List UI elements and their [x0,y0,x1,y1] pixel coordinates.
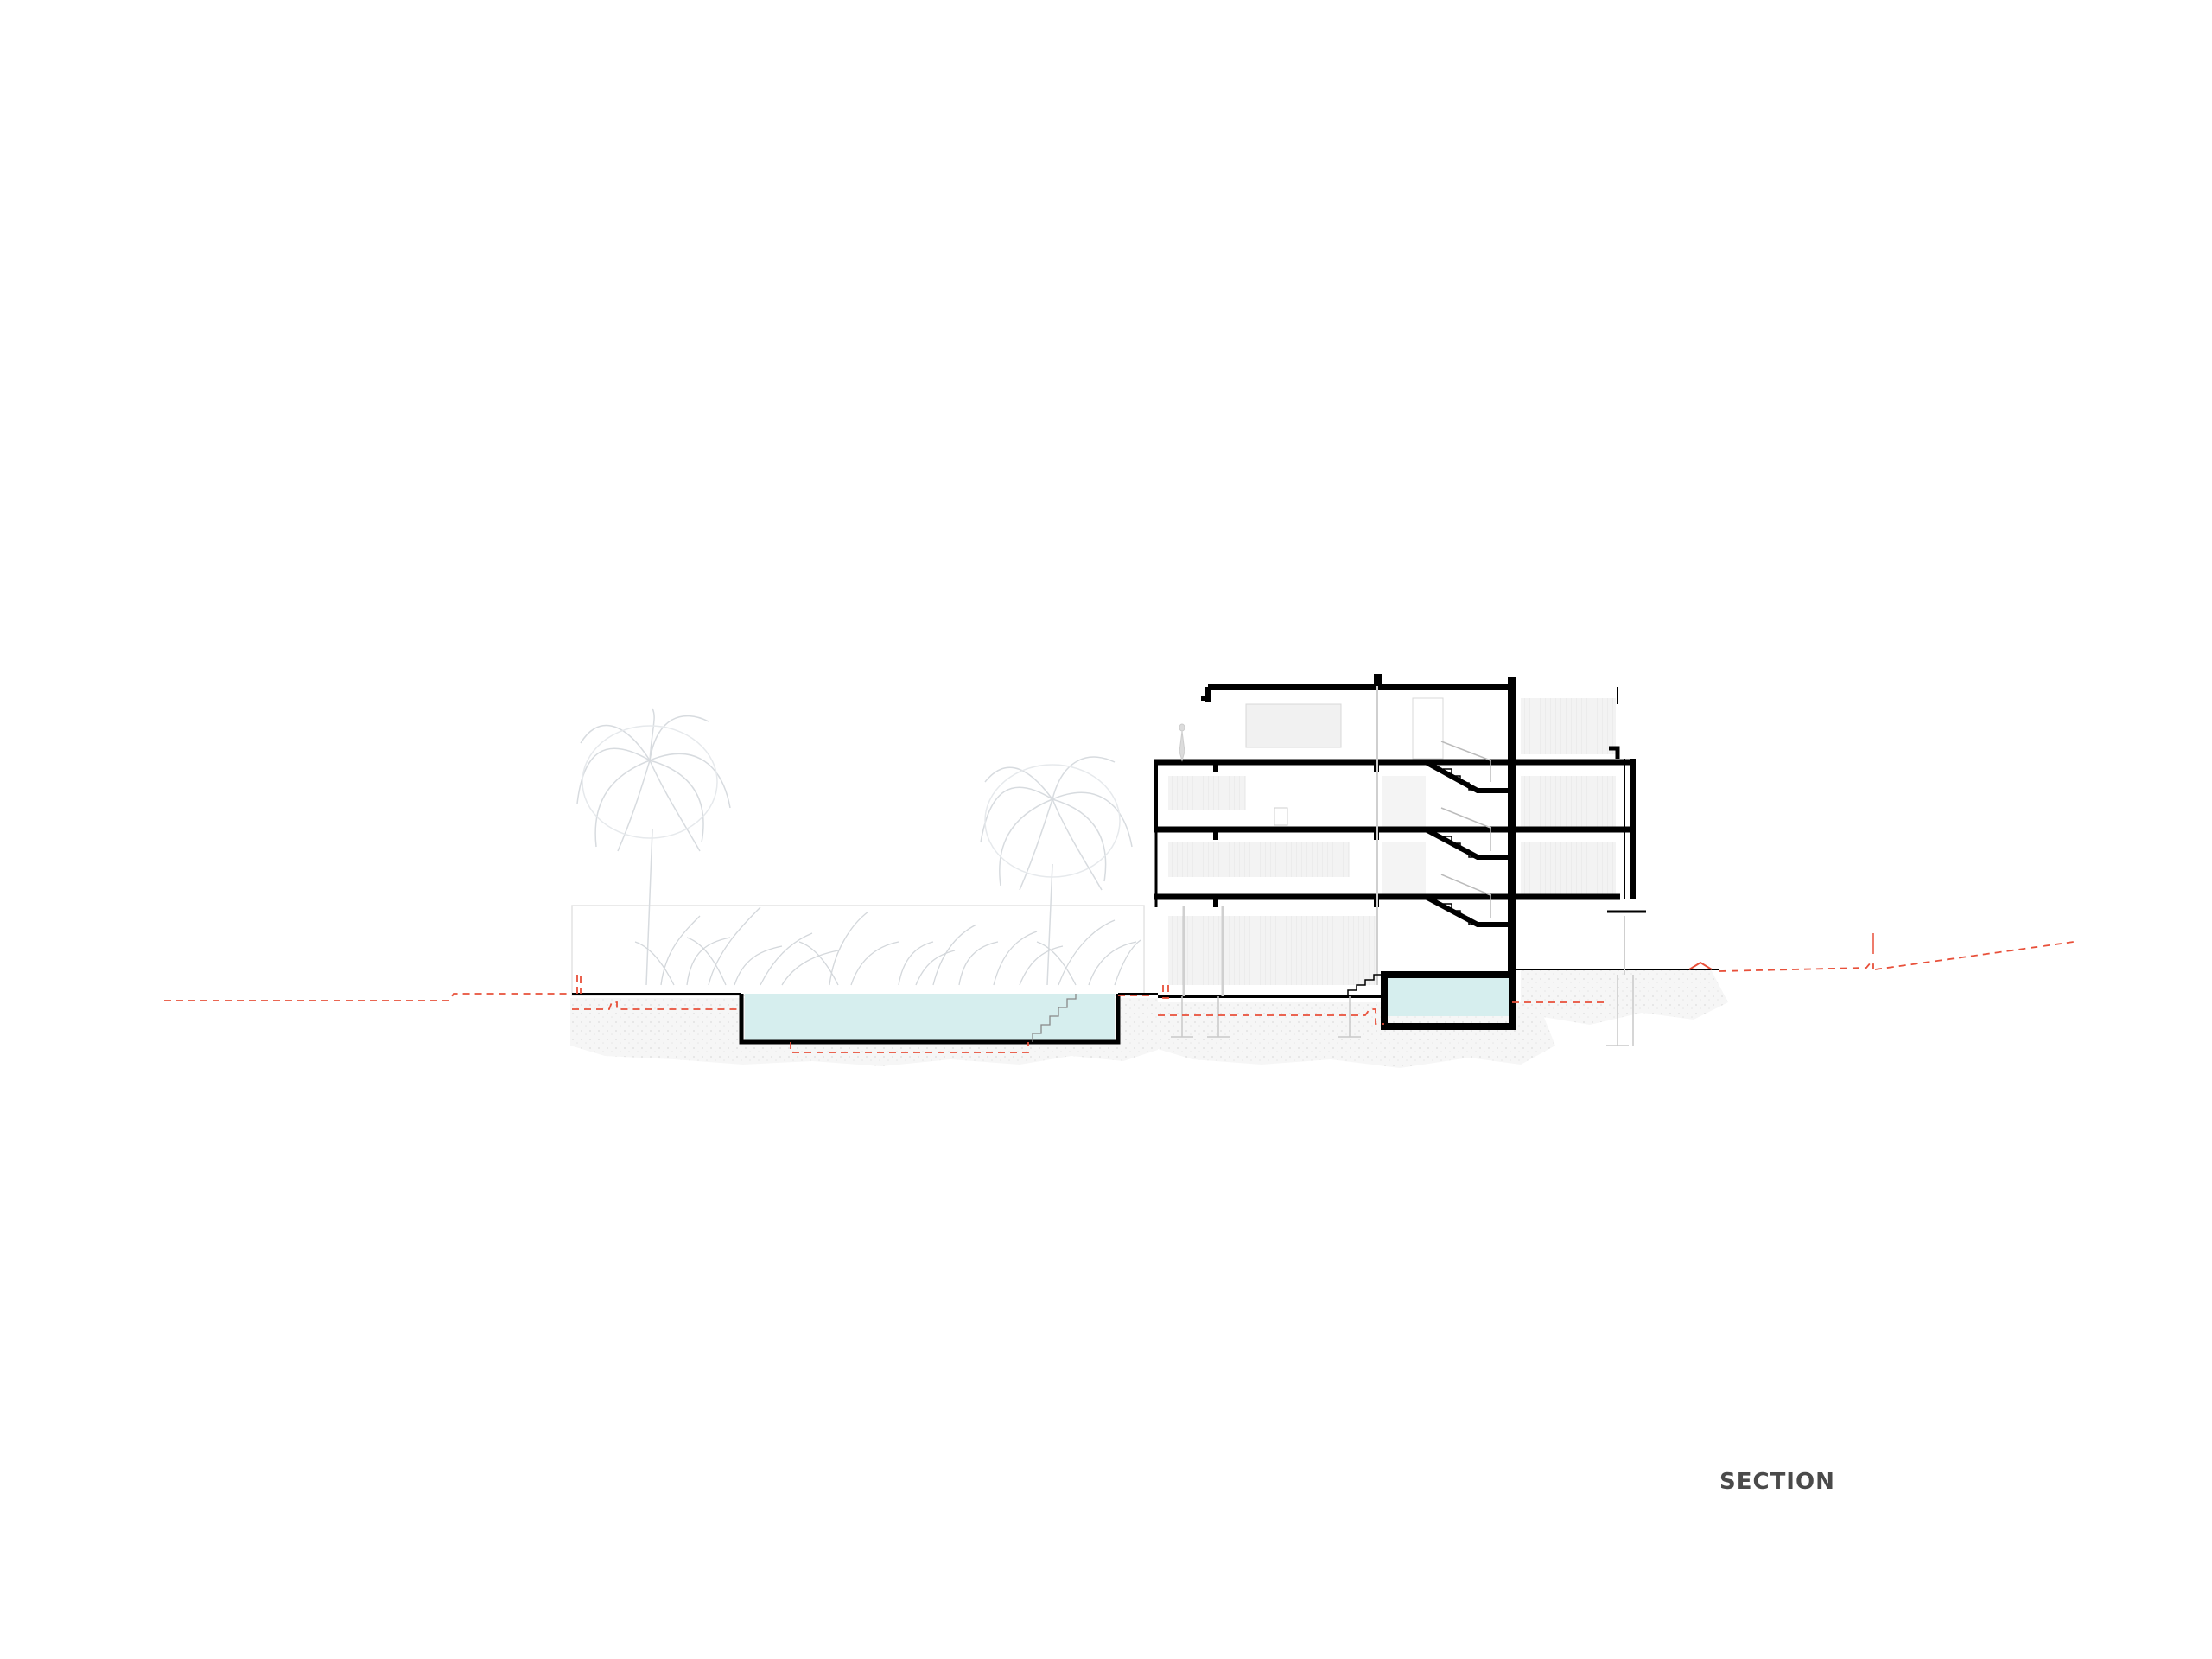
soil-mass [570,969,1728,1068]
garden-shrubs [634,906,1141,986]
garden-swimming-pool [739,994,1121,1045]
existing-ground-profile-dashed [164,941,2075,1053]
basement-plunge-pool [1381,971,1516,1030]
garden-wall-outline [571,905,1145,996]
palm-tree-right [980,756,1133,986]
finished-ground-line [572,961,1719,998]
drawing-caption: SECTION [1719,1469,1835,1495]
human-figure [1179,723,1185,762]
interior-elevation-fills [1168,697,1616,985]
switchback-staircase [1339,741,1491,996]
foundation-footings [1171,975,1634,1046]
four-storey-building-section [1154,674,1646,1030]
palm-tree-left [576,708,731,986]
